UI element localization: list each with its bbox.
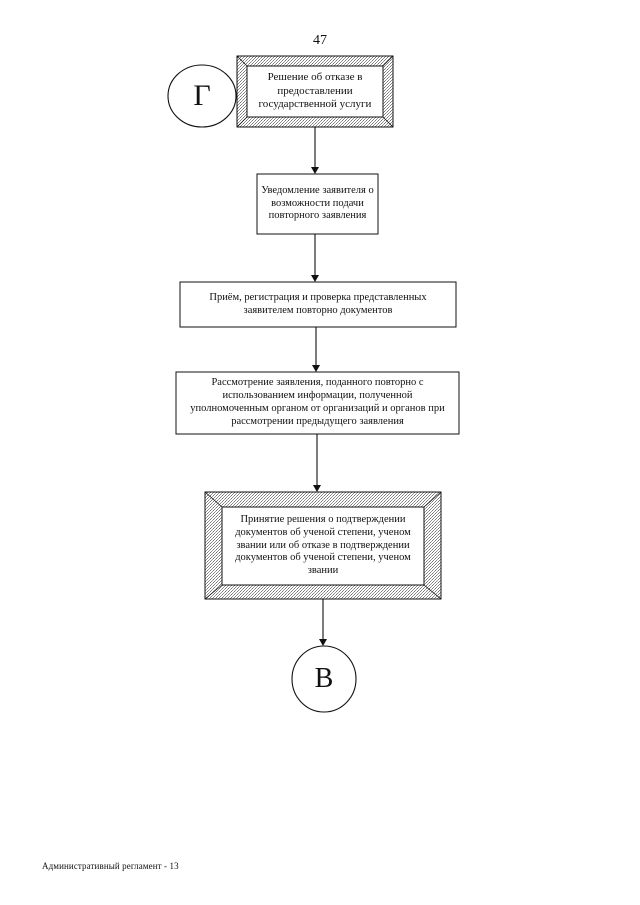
arrow-1 (311, 127, 319, 174)
page-number: 47 (313, 33, 327, 48)
arrow-3 (312, 327, 320, 372)
step-1-box (236, 55, 394, 128)
connector-bottom-circle (291, 645, 357, 713)
page-footer: Административный регламент - 13 (42, 861, 179, 871)
step-4-text: Рассмотрение заявления, поданного повтор… (190, 377, 445, 427)
step-2-text: Уведомление заявителя о возможности пода… (261, 184, 374, 222)
arrow-5 (319, 599, 327, 646)
step-3-box (179, 281, 457, 328)
arrow-2 (311, 234, 319, 282)
connector-top-circle (167, 64, 237, 128)
step-5-box (204, 491, 442, 600)
step-5-text: Принятие решения о подтверждении докумен… (235, 514, 411, 577)
step-3-text: Приём, регистрация и проверка представле… (209, 291, 427, 316)
arrow-4 (313, 434, 321, 492)
step-2-box (256, 173, 379, 235)
step-1-text: Решение об отказе в предоставлении госуд… (258, 71, 372, 111)
connector-top-label: Г (193, 79, 211, 112)
step-4-box (175, 371, 460, 435)
connector-bottom-label: В (314, 663, 334, 694)
